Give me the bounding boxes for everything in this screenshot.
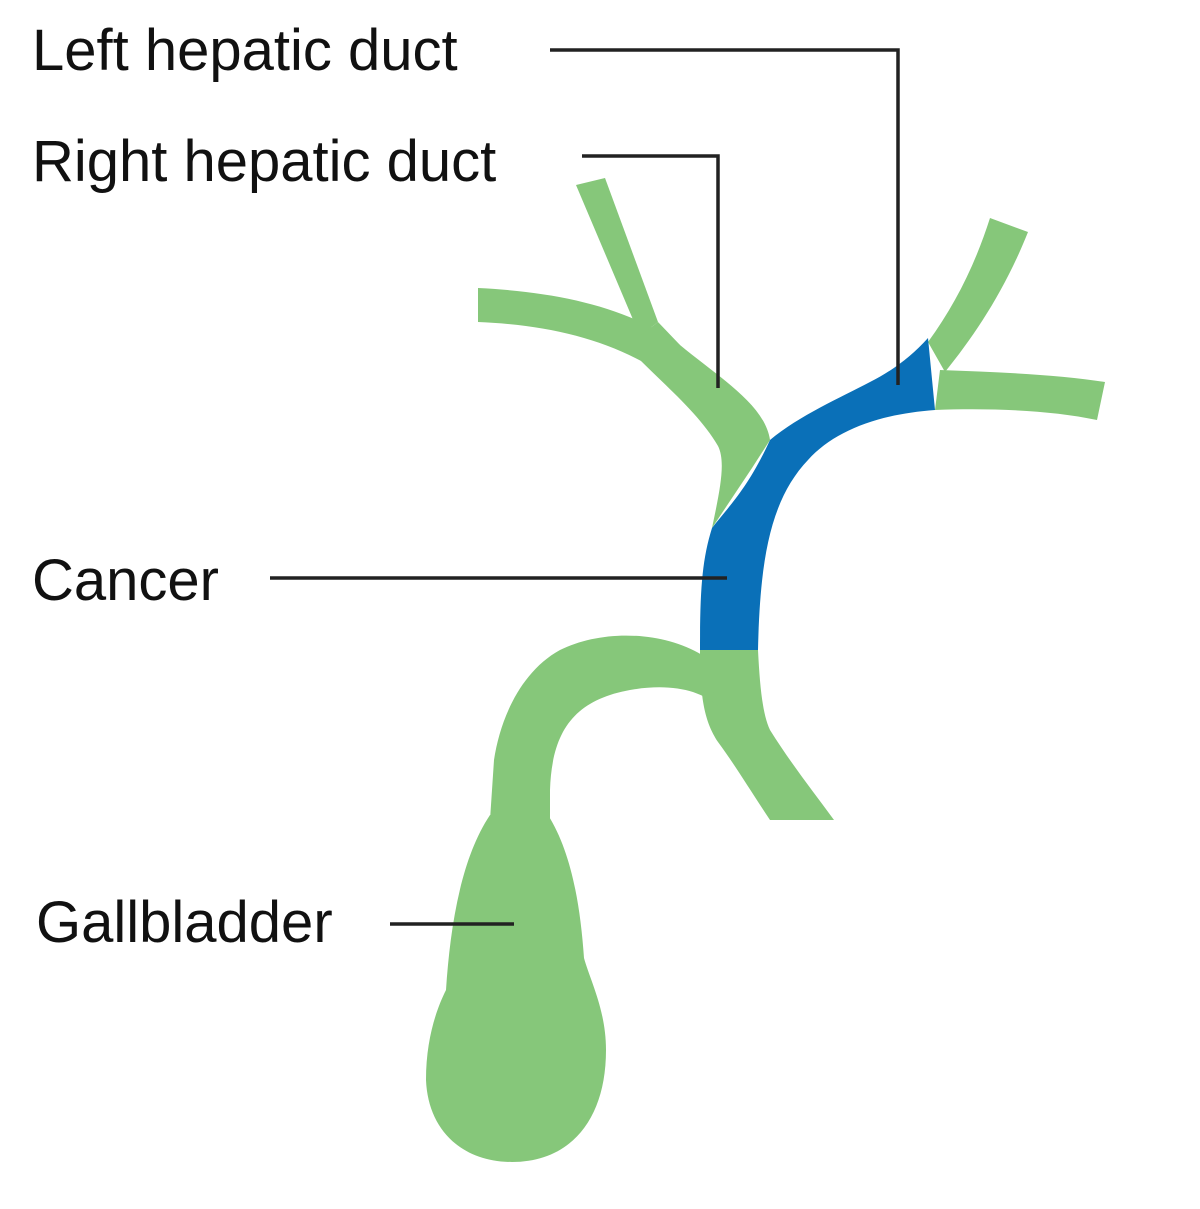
cystic-duct bbox=[490, 635, 718, 820]
right-duct-side-branch bbox=[478, 288, 680, 372]
labels: Left hepatic duct Right hepatic duct Can… bbox=[32, 18, 496, 955]
left-duct-side-branch bbox=[935, 370, 1105, 420]
cancer-region bbox=[700, 338, 935, 650]
right-duct-upper-branch bbox=[576, 178, 658, 336]
left-duct-upper-branch bbox=[928, 218, 1028, 372]
gallbladder-shape bbox=[426, 815, 606, 1162]
right-hepatic-duct-label: Right hepatic duct bbox=[32, 129, 496, 194]
cancer-label: Cancer bbox=[32, 548, 219, 613]
right-hepatic-duct-leader bbox=[582, 154, 720, 388]
right-hepatic-duct-trunk bbox=[640, 322, 770, 528]
left-hepatic-duct-label: Left hepatic duct bbox=[32, 18, 458, 83]
leader-lines bbox=[270, 48, 900, 926]
common-bile-duct bbox=[700, 650, 834, 820]
gallbladder-label: Gallbladder bbox=[36, 890, 333, 955]
left-hepatic-duct-leader bbox=[550, 48, 900, 385]
duct-system bbox=[426, 178, 1105, 1162]
